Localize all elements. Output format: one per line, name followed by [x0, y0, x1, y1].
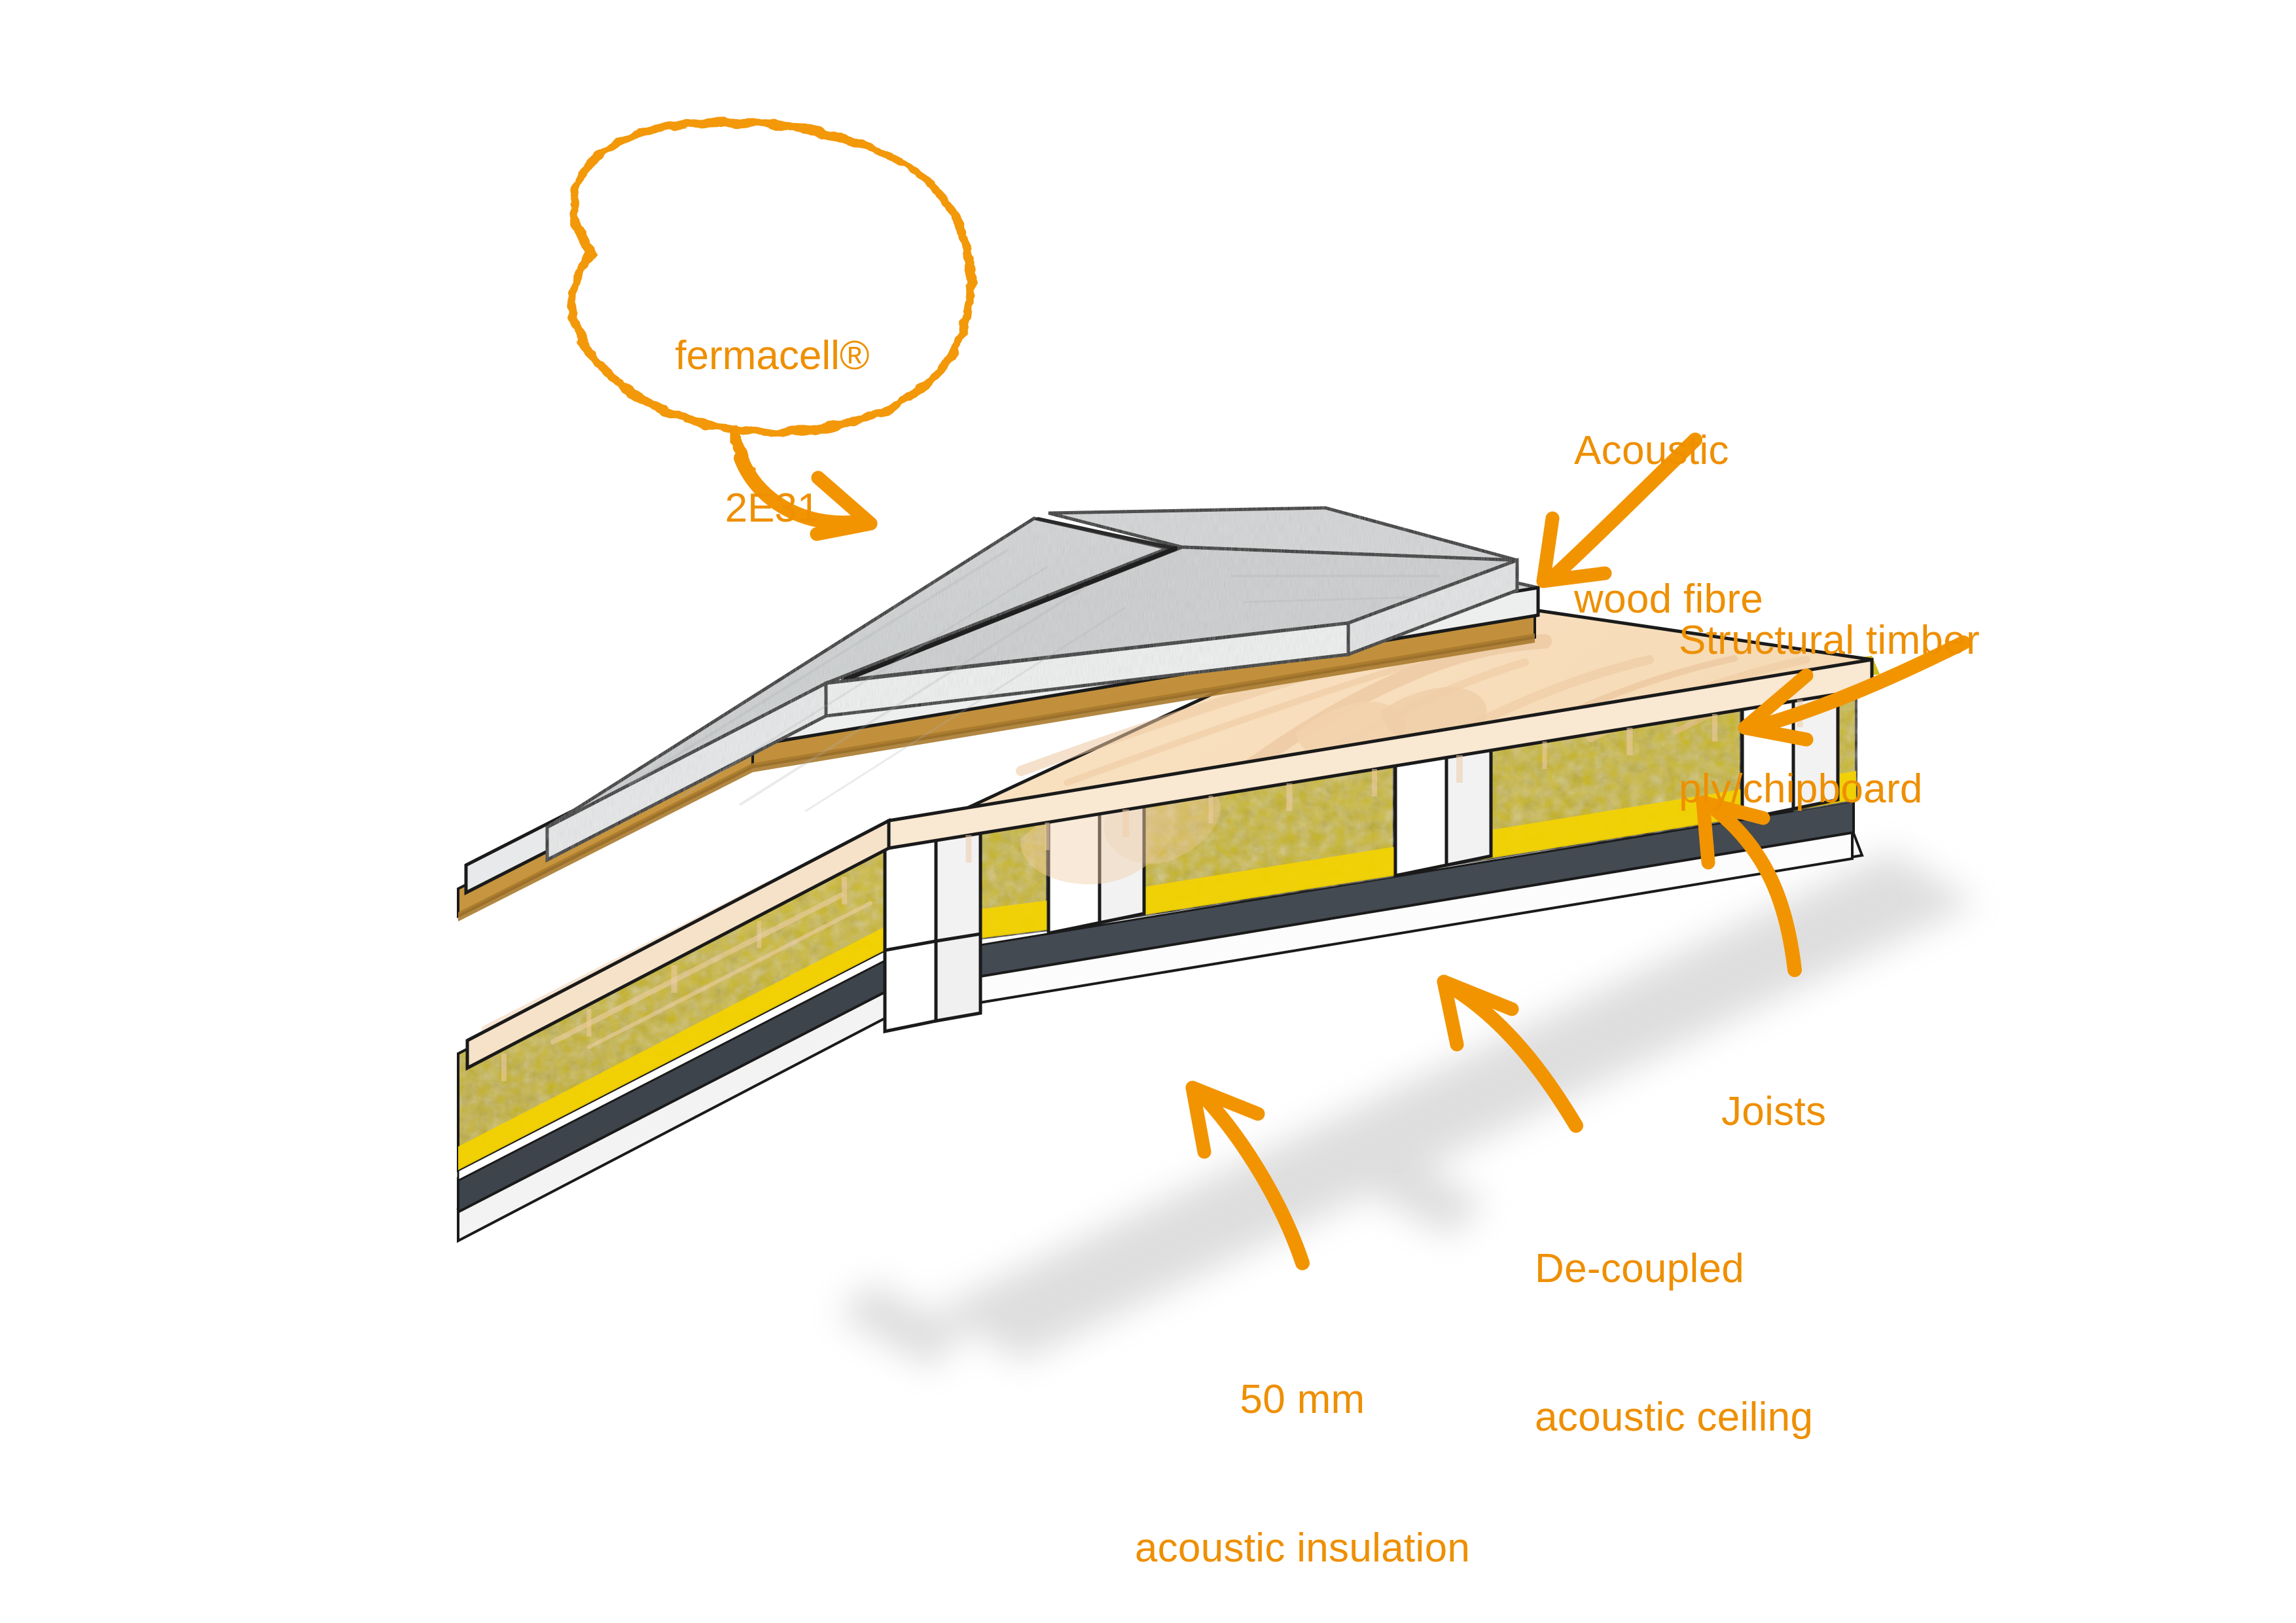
label-joists: Joists — [1721, 988, 1826, 1186]
arrow-fermacell — [734, 451, 878, 541]
label-acoustic-wood-fibre-line-2: wood fibre — [1574, 577, 1764, 622]
label-joists-line-1: Joists — [1721, 1089, 1827, 1135]
drop-shadow-group — [838, 851, 1977, 1368]
arrow-group — [734, 433, 1971, 1270]
label-acoustic-wood-fibre: Acoustic wood fibre — [1574, 327, 1763, 673]
arrow-acoustic-insulation — [1185, 1080, 1310, 1270]
arrow-structural-timber — [1738, 635, 1971, 747]
label-structural-timber: Structural timber ply/chipboard — [1679, 517, 1980, 863]
arrow-joists — [1696, 795, 1802, 977]
label-acoustic-wood-fibre-line-1: Acoustic — [1574, 428, 1729, 474]
arrow-acoustic-wood-fibre — [1536, 433, 1702, 588]
label-acoustic-insulation-line-2: acoustic insulation — [1134, 1525, 1471, 1571]
gypsum-surface-streaks — [627, 548, 1440, 813]
label-structural-timber-line-1: Structural timber — [1679, 618, 1980, 664]
layer-structural-timber-deck — [465, 592, 1874, 1081]
label-de-coupled-ceiling-line-1: De-coupled — [1535, 1246, 1745, 1292]
callout-line-1: fermacell® — [675, 333, 870, 378]
layer-fermacell-upper-boards — [545, 506, 1519, 863]
label-de-coupled-ceiling-line-2: acoustic ceiling — [1535, 1395, 1814, 1440]
callout-fermacell-2e31: fermacell® 2E31 — [628, 229, 916, 584]
label-acoustic-insulation-line-1: 50 mm — [1240, 1377, 1365, 1423]
label-structural-timber-line-2: ply/chipboard — [1679, 766, 1923, 812]
callout-line-2: 2E31 — [725, 485, 820, 531]
label-de-coupled-acoustic-ceiling: De-coupled acoustic ceiling — [1535, 1145, 1813, 1491]
label-acoustic-insulation: 50 mm acoustic insulation — [1113, 1276, 1492, 1622]
plywood-edge-grain — [501, 700, 1803, 1081]
arrow-de-coupled-ceiling — [1437, 974, 1583, 1133]
